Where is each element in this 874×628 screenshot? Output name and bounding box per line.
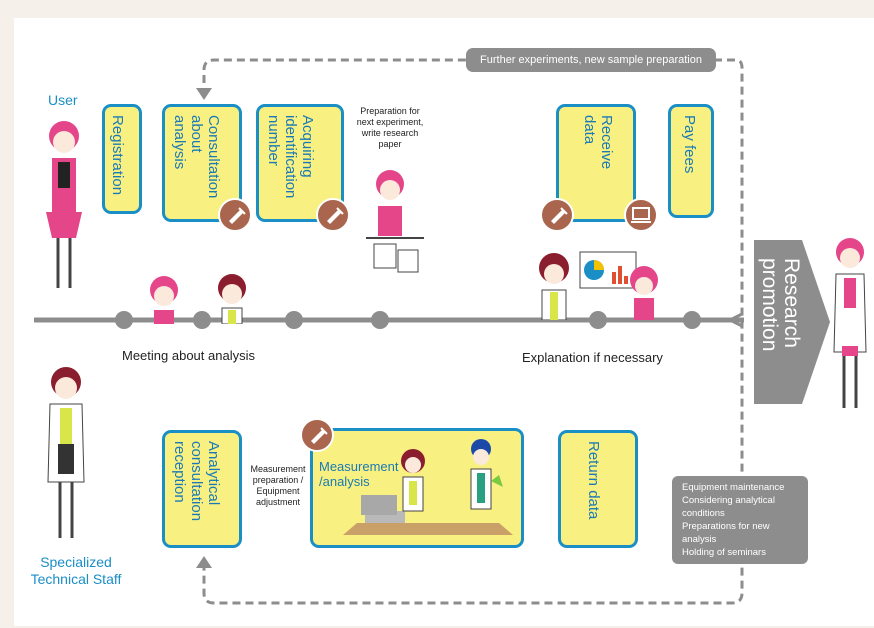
timeline-dot — [285, 311, 303, 329]
analytical-consultation-box: Analytical consultation reception — [162, 430, 242, 548]
receive-data-label: Receive data — [581, 115, 615, 170]
timeline-dot — [193, 311, 211, 329]
activity-item: Equipment maintenance — [682, 482, 785, 493]
user-role-label: User — [48, 92, 78, 108]
test-tube-icon — [300, 418, 334, 452]
meeting-illustration — [150, 274, 246, 324]
diagram-canvas: Further experiments, new sample preparat… — [14, 18, 874, 626]
measurement-analysis-label: Measurement /analysis — [319, 459, 399, 489]
activity-item: Holding of seminars — [682, 547, 766, 558]
timeline-dot — [683, 311, 701, 329]
consultation-label: Consultation about analysis — [171, 115, 222, 199]
test-tube-icon — [540, 198, 574, 232]
staff-activities-box: Equipment maintenance Considering analyt… — [672, 476, 808, 564]
registration-box: Registration — [102, 104, 142, 214]
connector-lines — [34, 58, 744, 605]
registration-label: Registration — [109, 115, 126, 196]
user-illustration — [46, 121, 82, 288]
meeting-label: Meeting about analysis — [122, 348, 255, 363]
timeline-dot — [589, 311, 607, 329]
research-promotion-arrow — [754, 240, 830, 404]
writing-user-illustration — [366, 170, 424, 273]
computer-icon — [624, 198, 658, 232]
next-experiment-note: Preparation for next experiment, write r… — [356, 106, 424, 149]
consultation-box: Consultation about analysis — [162, 104, 242, 222]
pay-fees-box: Pay fees — [668, 104, 714, 218]
timeline-dot — [371, 311, 389, 329]
researcher-illustration — [833, 238, 867, 408]
further-experiments-label: Further experiments, new sample preparat… — [466, 48, 716, 72]
pay-fees-label: Pay fees — [681, 115, 698, 174]
activity-item: Considering analytical — [682, 495, 775, 506]
timeline-dot — [115, 311, 133, 329]
staff-illustration — [47, 367, 85, 538]
acquiring-id-label: Acquiring identification number — [265, 115, 316, 199]
analytical-consultation-label: Analytical consultation reception — [171, 441, 222, 522]
activity-item: Preparations for new — [682, 521, 770, 532]
lab-scene — [343, 439, 513, 535]
explanation-label: Explanation if necessary — [522, 350, 663, 365]
test-tube-icon — [316, 198, 350, 232]
activity-item: conditions — [682, 508, 725, 519]
return-data-box: Return data — [558, 430, 638, 548]
research-promotion-label: Research promotion — [758, 258, 803, 352]
test-tube-icon — [218, 198, 252, 232]
staff-role-label: Specialized Technical Staff — [30, 554, 122, 587]
explanation-illustration — [539, 251, 658, 320]
measurement-analysis-box: Measurement /analysis — [310, 428, 524, 548]
activity-item: analysis — [682, 534, 717, 545]
return-data-label: Return data — [585, 441, 602, 520]
measurement-prep-note: Measurement preparation / Equipment adju… — [250, 464, 306, 507]
